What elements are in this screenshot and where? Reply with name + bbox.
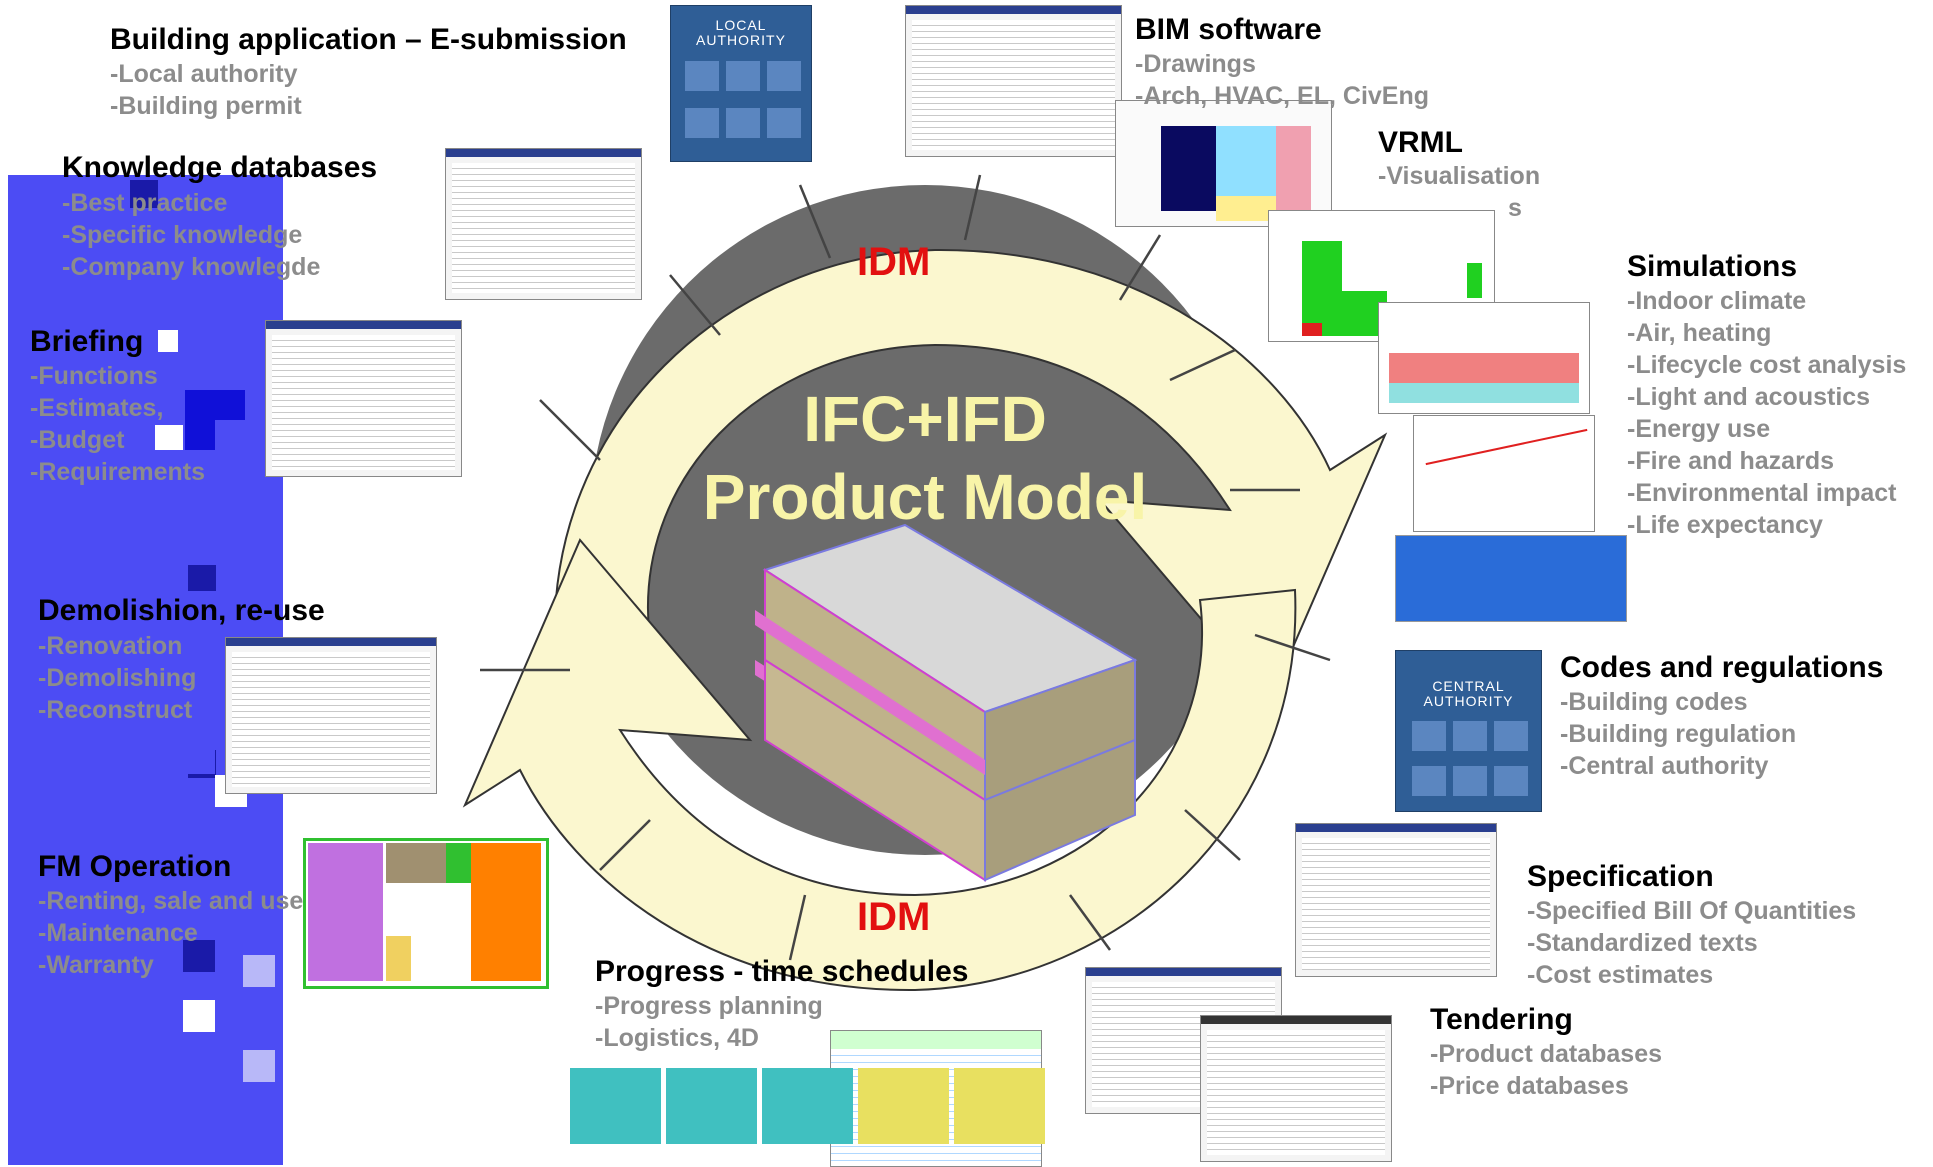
central-authority-building: CENTRAL AUTHORITY — [1395, 650, 1542, 812]
list-item: -Energy use — [1627, 415, 1771, 443]
list-item: -Requirements — [30, 458, 206, 486]
briefing-title: Briefing — [30, 325, 144, 358]
list-item: -Reconstruct — [38, 696, 193, 724]
demolishion-title: Demolishion, re-use — [38, 594, 325, 627]
list-item: -Estimates, — [30, 394, 164, 422]
building-3d-model — [755, 523, 1138, 882]
local-authority-building: LOCAL AUTHORITY — [670, 5, 812, 162]
list-item: -Progress planning — [595, 992, 823, 1020]
list-item: -Renting, sale and use — [38, 887, 304, 915]
list-item: -Central authority — [1560, 752, 1769, 780]
simulations-items: -Indoor climate -Air, heating -Lifecycle… — [1627, 285, 1906, 541]
list-item: -Fire and hazards — [1627, 447, 1834, 475]
decor-square — [183, 940, 215, 972]
vrml-title: VRML — [1378, 126, 1463, 159]
demolishion-form-thumbnail — [225, 637, 437, 794]
list-item: -Best practice — [62, 189, 228, 217]
list-item: -Renovation — [38, 632, 183, 660]
specification-thumbnail — [1295, 823, 1497, 977]
progress-4d-thumbnails — [570, 1068, 1045, 1144]
list-item: -Maintenance — [38, 919, 198, 947]
list-item: -Specific knowledge — [62, 221, 303, 249]
list-item: -Warranty — [38, 951, 154, 979]
connector-arrows — [480, 174, 1331, 961]
simulation-cfd-thumbnail — [1395, 535, 1627, 622]
decor-square — [185, 390, 245, 420]
list-item: -Cost estimates — [1527, 961, 1714, 989]
list-item: -Product databases — [1430, 1040, 1663, 1068]
knowledge-title: Knowledge databases — [62, 151, 378, 184]
list-item: -Logistics, 4D — [595, 1024, 759, 1052]
list-item: -Demolishing — [38, 664, 197, 692]
decor-square — [155, 425, 183, 450]
tendering-items: -Product databases -Price databases — [1430, 1038, 1662, 1102]
fm-title: FM Operation — [38, 850, 232, 883]
center-line-2: Product Model — [702, 461, 1148, 533]
list-item: -Environmental impact — [1627, 479, 1897, 507]
decor-square — [183, 742, 215, 774]
list-item: -Life expectancy — [1627, 511, 1823, 539]
local-authority-label: LOCAL AUTHORITY — [696, 17, 786, 48]
vrml-visualisation-thumbnail — [1115, 100, 1332, 227]
lower-cycle-arrow — [462, 538, 1297, 992]
list-item: -Local authority — [110, 60, 298, 88]
decor-square — [183, 1000, 215, 1032]
list-item: -Building regulation — [1560, 720, 1797, 748]
decor-square — [185, 420, 215, 450]
knowledge-items: -Best practice -Specific knowledge -Comp… — [62, 187, 320, 283]
progress-title: Progress - time schedules — [595, 955, 969, 988]
center-title: IFC+IFD Product Model — [665, 380, 1185, 536]
list-item: s — [1508, 194, 1522, 222]
idm-label-bottom: IDM — [857, 895, 931, 939]
codes-title: Codes and regulations — [1560, 651, 1884, 684]
fm-floorplan-thumbnail — [303, 838, 549, 989]
upper-cycle-arrow — [553, 248, 1388, 702]
bim-software-items: -Drawings -Arch, HVAC, EL, CivEng — [1135, 48, 1429, 112]
specification-items: -Specified Bill Of Quantities -Standardi… — [1527, 895, 1856, 991]
building-application-items: -Local authority -Building permit — [110, 58, 302, 122]
decor-square — [130, 180, 158, 208]
list-item: -Standardized texts — [1527, 929, 1758, 957]
demolishion-items: -Renovation -Demolishing -Reconstruct — [38, 630, 196, 726]
simulations-title: Simulations — [1627, 250, 1798, 283]
list-item: -Drawings — [1135, 50, 1256, 78]
list-item: -Lifecycle cost analysis — [1627, 351, 1907, 379]
decor-square — [188, 565, 216, 591]
list-item: -Functions — [30, 362, 158, 390]
tendering-product-thumbnail — [1200, 1015, 1392, 1162]
list-item: -Building codes — [1560, 688, 1748, 716]
bim-software-title: BIM software — [1135, 13, 1322, 46]
briefing-items: -Functions -Estimates, -Budget -Requirem… — [30, 360, 205, 488]
simulation-chart-3 — [1413, 415, 1595, 532]
list-item: -Company knowlegde — [62, 253, 321, 281]
list-item: -Air, heating — [1627, 319, 1772, 347]
specification-title: Specification — [1527, 860, 1714, 893]
list-item: -Specified Bill Of Quantities — [1527, 897, 1857, 925]
list-item: -Visualisation — [1378, 162, 1541, 190]
tendering-title: Tendering — [1430, 1003, 1573, 1036]
list-item: -Light and acoustics — [1627, 383, 1871, 411]
progress-items: -Progress planning -Logistics, 4D — [595, 990, 823, 1054]
central-authority-label: CENTRAL AUTHORITY — [1423, 678, 1514, 709]
list-item: -Budget — [30, 426, 125, 454]
decor-square — [158, 330, 178, 352]
fm-items: -Renting, sale and use -Maintenance -War… — [38, 885, 303, 981]
decor-square — [243, 955, 275, 987]
idm-label-top: IDM — [857, 240, 931, 284]
list-item: -Arch, HVAC, EL, CivEng — [1135, 82, 1430, 110]
simulation-chart-2 — [1378, 302, 1590, 414]
list-item: -Building permit — [110, 92, 302, 120]
briefing-doc-thumbnail — [265, 320, 462, 477]
codes-items: -Building codes -Building regulation -Ce… — [1560, 686, 1796, 782]
building-application-title: Building application – E-submission — [110, 23, 627, 56]
knowledge-db-thumbnail — [445, 148, 642, 300]
decor-square — [243, 1050, 275, 1082]
bim-drawing-thumbnail — [905, 5, 1122, 157]
vrml-items: -Visualisation s — [1378, 160, 1540, 224]
list-item: -Indoor climate — [1627, 287, 1807, 315]
list-item: -Price databases — [1430, 1072, 1629, 1100]
center-line-1: IFC+IFD — [803, 383, 1047, 455]
